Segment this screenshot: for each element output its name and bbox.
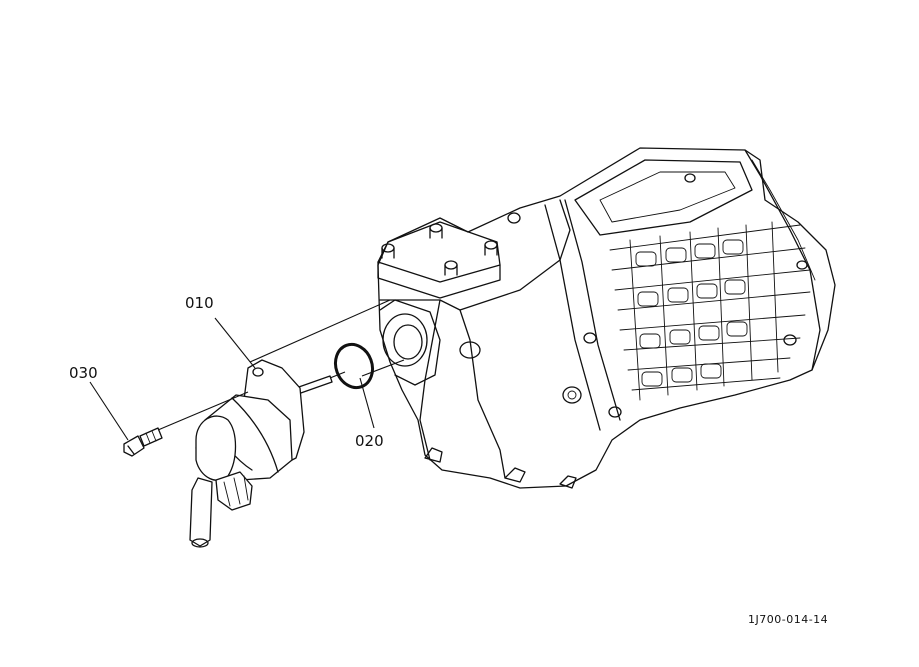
- bolt-icon: [123, 427, 163, 457]
- transmission-housing-icon: [377, 147, 836, 489]
- o-ring-icon: [333, 342, 375, 390]
- assembly-lines: [89, 299, 405, 441]
- callout-010: 010: [185, 294, 214, 312]
- solenoid-icon: [189, 359, 333, 548]
- reference-code: 1J700-014-14: [748, 613, 828, 626]
- callout-030: 030: [69, 364, 98, 382]
- callout-020: 020: [355, 432, 384, 450]
